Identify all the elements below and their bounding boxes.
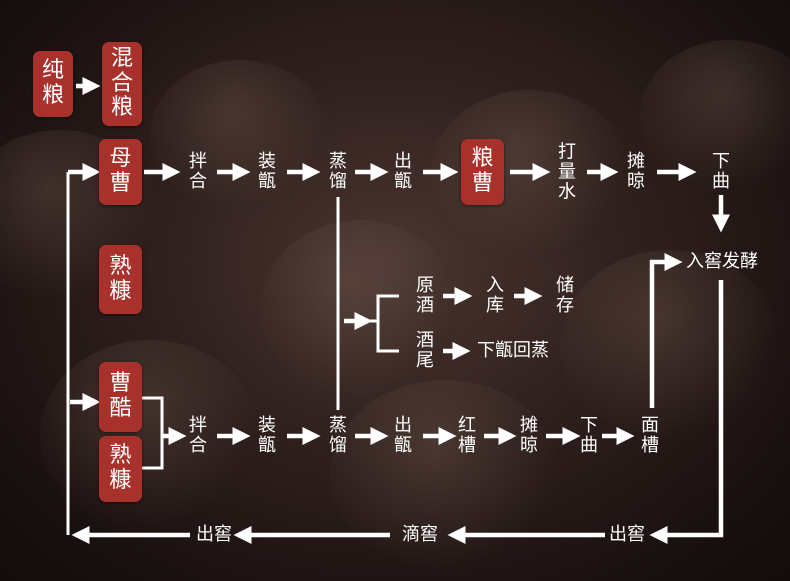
step-bottom-chu-zeng: 出甑 <box>394 415 412 456</box>
step-top-da-liang-shui: 打量水 <box>558 141 576 202</box>
step-bottom-tan-liang: 摊晾 <box>520 415 538 456</box>
step-bottom-zhuang-zeng: 装甑 <box>258 415 276 456</box>
branch-yuan-jiu: 原酒 <box>416 275 434 316</box>
step-top-zheng-liu: 蒸馏 <box>329 151 347 192</box>
bottom-bracket <box>142 396 164 470</box>
box-chun-liang: 纯粮 <box>33 51 73 117</box>
step-return-chu-yao-right: 出窖 <box>609 524 645 546</box>
label-shu-kang-bottom: 熟糠 <box>109 443 132 493</box>
branch-ru-ku: 入库 <box>486 275 504 316</box>
step-top-chu-zeng: 出甑 <box>394 151 412 192</box>
box-mu-cao: 母曹 <box>99 139 142 205</box>
step-bottom-hong-cao: 红槽 <box>458 415 476 456</box>
box-hun-he-liang: 混合粮 <box>102 42 142 126</box>
step-bottom-mian-cao: 面槽 <box>641 415 659 456</box>
step-top-tan-liang: 摊晾 <box>627 151 645 192</box>
arrow-mian-to-ferment <box>649 253 683 408</box>
label-mu-cao: 母曹 <box>109 146 132 196</box>
box-shu-kang-bottom: 熟糠 <box>99 436 142 502</box>
arrow-ferment-to-chuyao <box>649 280 724 544</box>
box-cao-cu: 曹酷 <box>99 362 142 432</box>
branch-jiu-wei: 酒尾 <box>416 330 434 371</box>
label-chun-liang: 纯粮 <box>41 58 64 108</box>
step-return-chu-yao-left: 出窖 <box>196 524 232 546</box>
step-bottom-ban-he: 拌合 <box>189 415 207 456</box>
label-shu-kang-top: 熟糠 <box>109 253 132 304</box>
box-liang-cao: 粮曹 <box>461 139 504 205</box>
branch-chu-cun: 储存 <box>556 275 574 316</box>
label-liang-cao: 粮曹 <box>471 146 494 196</box>
label-cao-cu: 曹酷 <box>109 371 132 421</box>
step-bottom-zheng-liu: 蒸馏 <box>329 415 347 456</box>
step-top-xia-qu: 下曲 <box>712 151 730 192</box>
step-top-zhuang-zeng: 装甑 <box>258 151 276 192</box>
branch-xia-zeng-hui-zheng: 下甑回蒸 <box>477 340 549 362</box>
step-top-ban-he: 拌合 <box>189 151 207 192</box>
box-shu-kang-top: 熟糠 <box>99 245 142 314</box>
step-return-di-yao: 滴窖 <box>402 524 438 546</box>
label-hun-he-liang: 混合粮 <box>110 46 133 121</box>
step-ru-yao-fa-jiao: 入窖发酵 <box>686 251 758 273</box>
step-bottom-xia-qu: 下曲 <box>580 415 598 456</box>
branch-bracket <box>376 294 399 353</box>
